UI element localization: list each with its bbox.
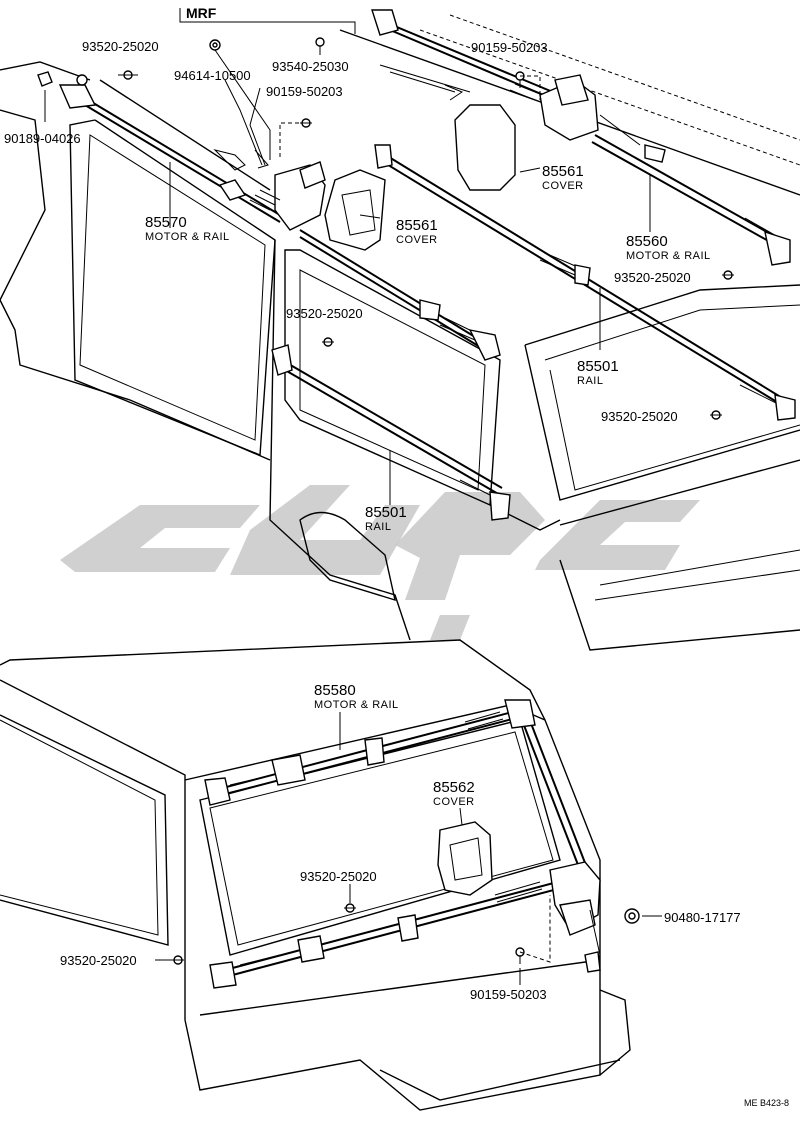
rail-85501-lower [271, 344, 511, 521]
label-90480-17177: 90480-17177 [664, 910, 741, 925]
footer-code: ME B423-8 [744, 1098, 789, 1108]
part-labels: MRF 93520-25020 94614-10500 93540-25030 … [4, 5, 789, 1108]
label-85501-upper-desc: RAIL [577, 375, 603, 387]
label-85501-upper: 85501 [577, 358, 619, 375]
leader-lines-upper [44, 8, 651, 505]
label-85580: 85580 [314, 682, 356, 699]
motor-rail-85570 [58, 74, 501, 361]
vehicle-body-upper [0, 14, 800, 651]
label-90159-50203-c: 90159-50203 [470, 987, 547, 1002]
label-85561-front: 85561 [396, 217, 438, 234]
label-85561-front-desc: COVER [396, 234, 438, 246]
label-93520-25020-f: 93520-25020 [60, 953, 137, 968]
label-94614-10500: 94614-10500 [174, 68, 251, 83]
label-90189-04026: 90189-04026 [4, 131, 81, 146]
label-93520-25020-e: 93520-25020 [300, 869, 377, 884]
label-85560-desc: MOTOR & RAIL [626, 250, 711, 262]
label-85562: 85562 [433, 779, 475, 796]
label-90159-50203-b: 90159-50203 [471, 40, 548, 55]
label-85560: 85560 [626, 233, 668, 250]
label-85501-lower: 85501 [365, 504, 407, 521]
label-85501-lower-desc: RAIL [365, 521, 391, 533]
cover-85562 [437, 821, 493, 896]
label-90159-50203-a: 90159-50203 [266, 84, 343, 99]
cover-85561-rear [454, 104, 516, 191]
fasteners-upper [37, 37, 734, 420]
motor-rail-85560 [371, 9, 791, 266]
label-85580-desc: MOTOR & RAIL [314, 699, 399, 711]
cover-85561-front [324, 169, 386, 251]
label-85570-desc: MOTOR & RAIL [145, 231, 230, 243]
label-93540-25030: 93540-25030 [272, 59, 349, 74]
watermark-logo [60, 485, 700, 640]
label-85561-rear-desc: COVER [542, 180, 584, 192]
fasteners-lower [172, 903, 640, 965]
rail-85501-upper [374, 144, 796, 421]
label-93520-25020-a: 93520-25020 [82, 39, 159, 54]
motor-rail-85580 [204, 699, 601, 989]
label-93520-25020-c: 93520-25020 [286, 306, 363, 321]
label-85561-rear: 85561 [542, 163, 584, 180]
label-93520-25020-b: 93520-25020 [614, 270, 691, 285]
leader-lines-lower [155, 712, 662, 985]
label-85570: 85570 [145, 214, 187, 231]
direction-arrows [254, 84, 464, 169]
label-93520-25020-d: 93520-25020 [601, 409, 678, 424]
label-85562-desc: COVER [433, 796, 475, 808]
group-label-mrf: MRF [186, 5, 217, 21]
